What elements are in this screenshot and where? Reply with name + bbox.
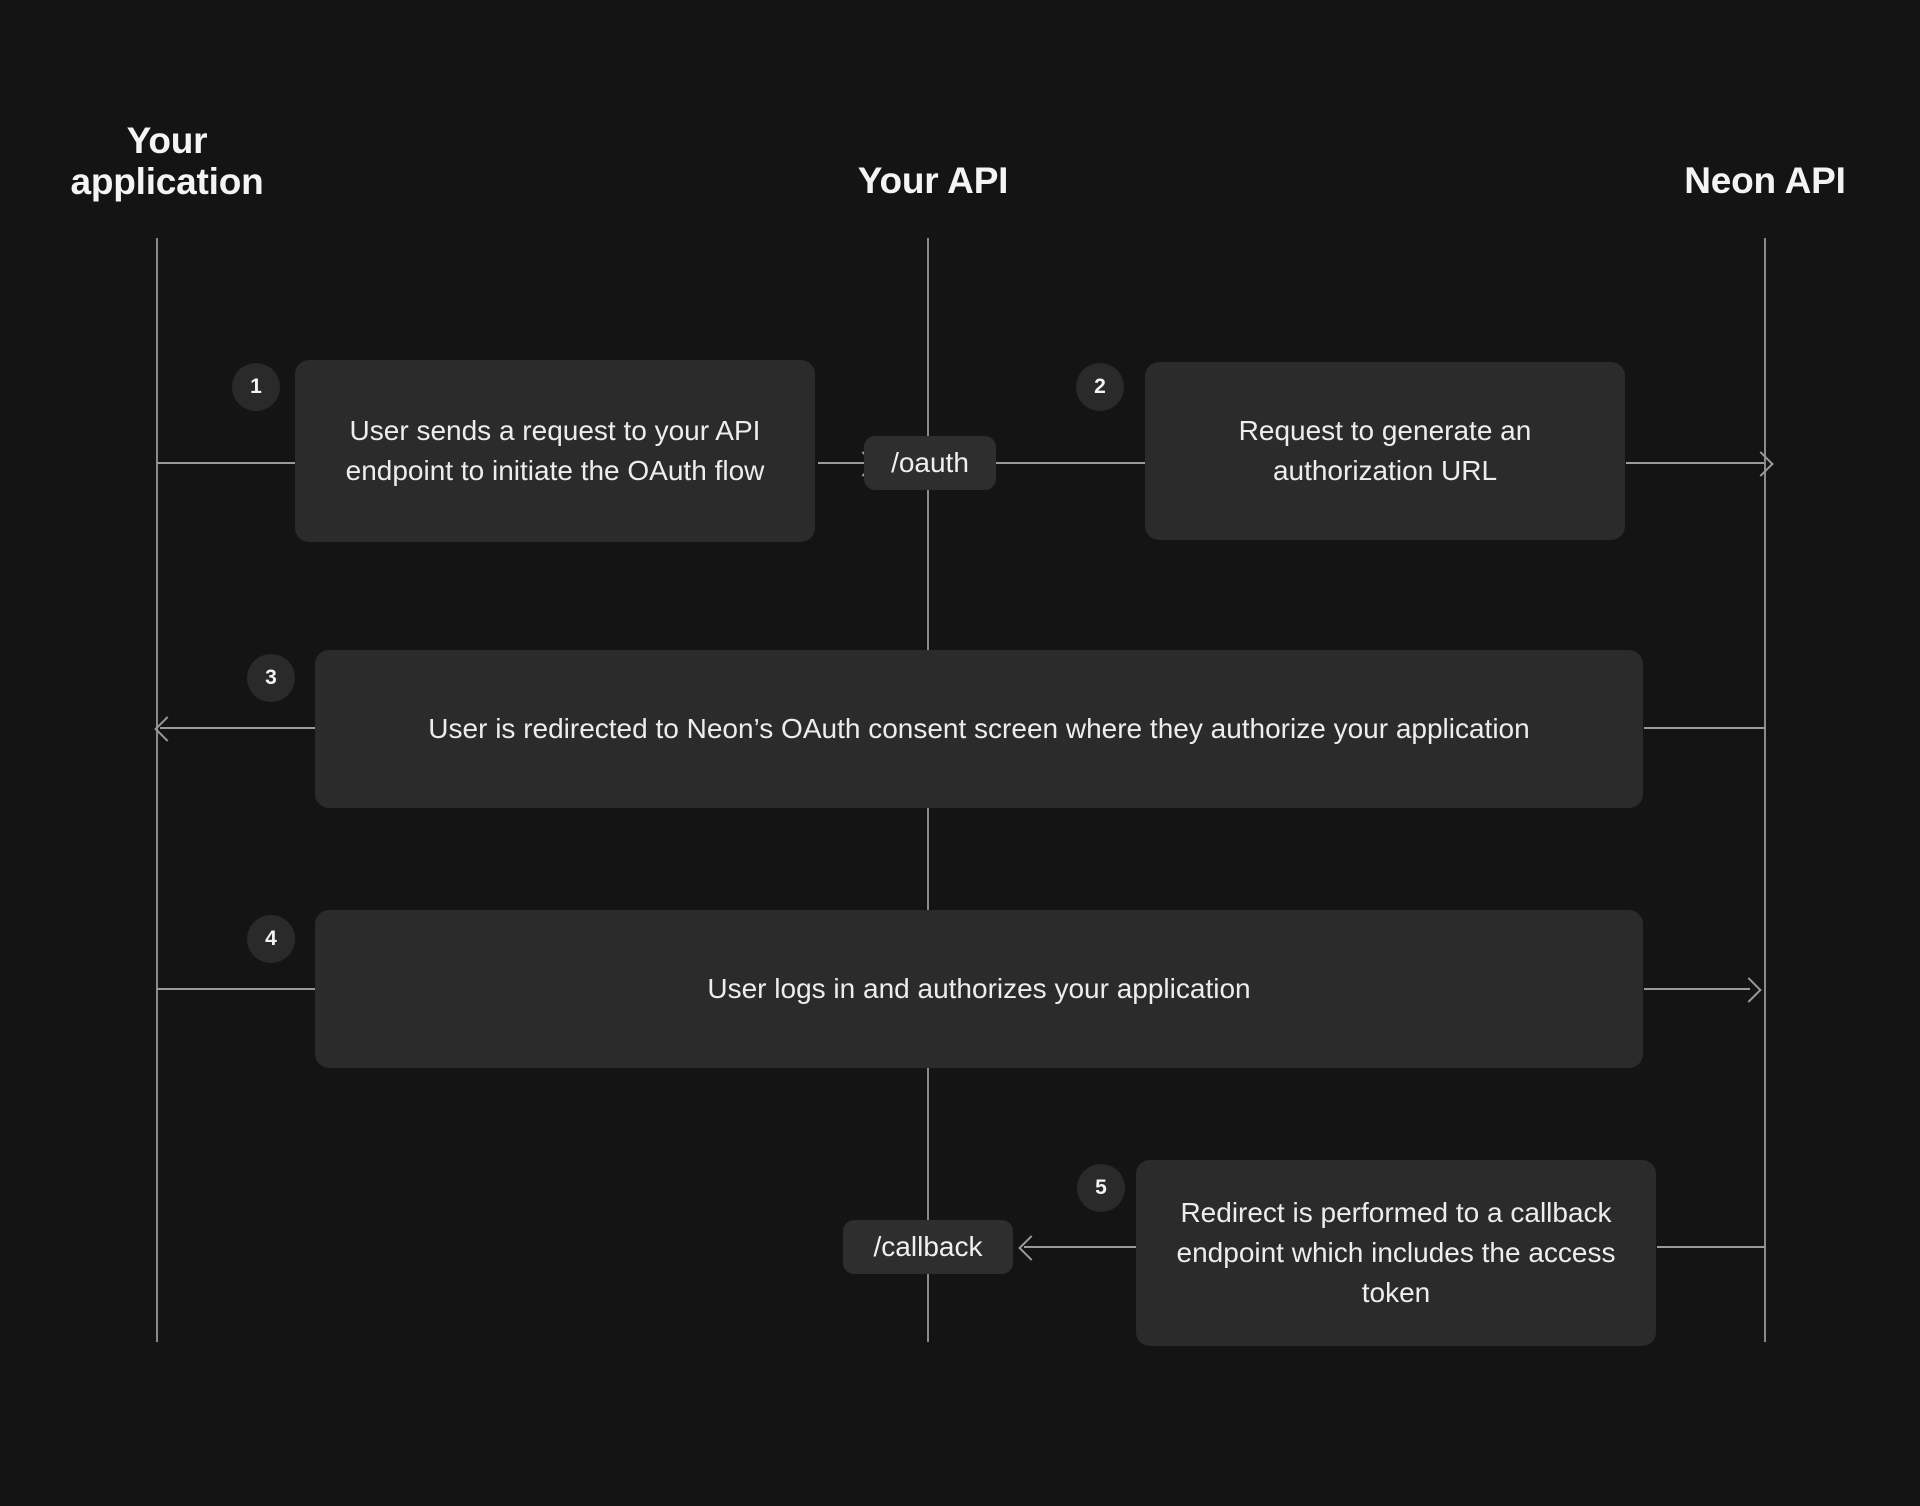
step-box-4: User logs in and authorizes your applica… [315, 910, 1643, 1068]
step-badge-4: 4 [247, 915, 295, 963]
endpoint-pill-oauth: /oauth [864, 436, 996, 490]
arrow-left-icon-step-3 [154, 716, 180, 742]
step-text-2: Request to generate an authorization URL [1238, 415, 1532, 486]
actor-label-your-api: Your API [857, 160, 1009, 201]
step-text-1: User sends a request to your API endpoin… [345, 415, 765, 486]
arrow-left-icon-step-5 [1018, 1235, 1044, 1261]
connector-step-4-to-neon [1644, 988, 1750, 990]
connector-step-5-to-callback [1024, 1246, 1136, 1248]
step-badge-5: 5 [1077, 1164, 1125, 1212]
arrow-right-icon-step-2 [1748, 451, 1774, 477]
step-badge-3: 3 [247, 654, 295, 702]
connector-step-3-from-neon [1644, 727, 1765, 729]
arrow-right-icon-step-4 [1736, 977, 1762, 1003]
connector-step-4-from-application [157, 988, 316, 990]
connector-step-3-to-application [160, 727, 316, 729]
endpoint-pill-callback: /callback [843, 1220, 1013, 1274]
connector-step-1-from-application [157, 462, 297, 464]
connector-oauth-to-step-2 [996, 462, 1146, 464]
connector-step-2-to-neon [1626, 462, 1764, 464]
step-badge-1: 1 [232, 363, 280, 411]
step-badge-2: 2 [1076, 363, 1124, 411]
step-box-1: User sends a request to your API endpoin… [295, 360, 815, 542]
lifeline-your-application [156, 238, 158, 1342]
connector-step-5-from-neon [1657, 1246, 1765, 1248]
lifeline-neon-api [1764, 238, 1766, 1342]
step-text-3: User is redirected to Neon’s OAuth conse… [428, 713, 1530, 745]
step-text-4: User logs in and authorizes your applica… [707, 973, 1251, 1005]
connector-step-1-to-oauth [818, 462, 866, 464]
actor-label-neon-api: Neon API [1684, 160, 1846, 201]
step-box-2: Request to generate an authorization URL [1145, 362, 1625, 540]
step-box-5: Redirect is performed to a callback endp… [1136, 1160, 1656, 1346]
actor-label-your-application: Your application [70, 120, 264, 203]
step-box-3: User is redirected to Neon’s OAuth conse… [315, 650, 1643, 808]
step-text-5: Redirect is performed to a callback endp… [1176, 1197, 1616, 1308]
